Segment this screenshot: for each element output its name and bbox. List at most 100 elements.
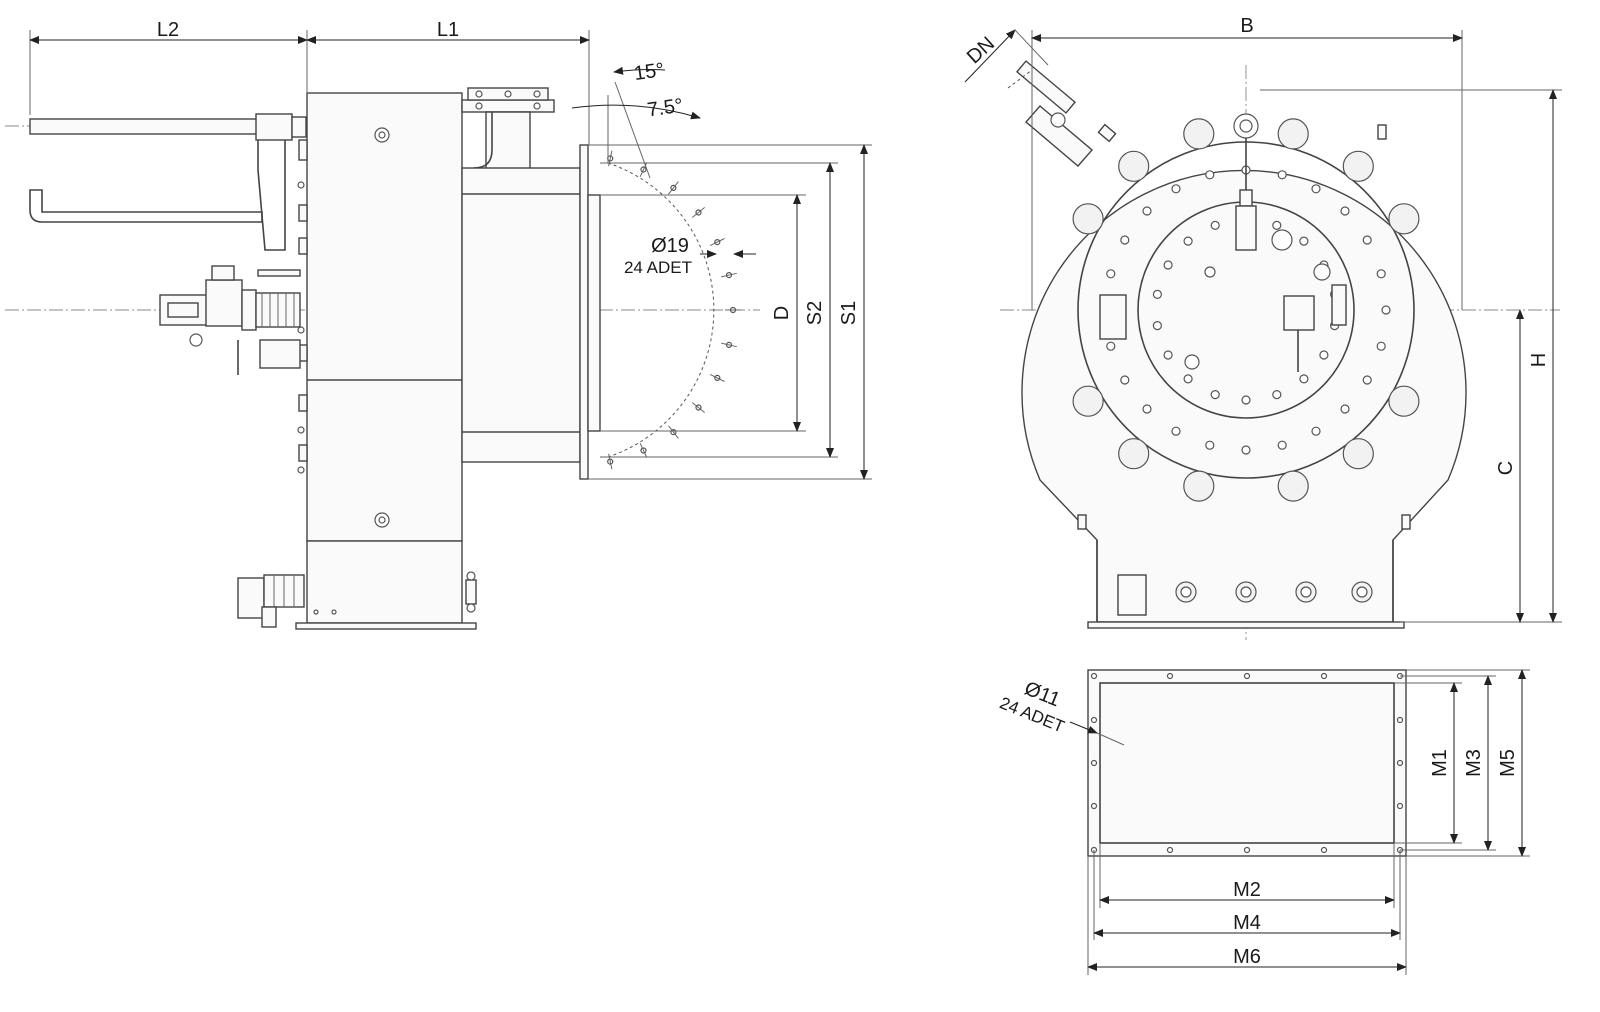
- front-inner-small-hole: [1183, 374, 1193, 384]
- front-outer-small-hole: [1120, 235, 1130, 245]
- dim-m6-label: M6: [1233, 946, 1261, 968]
- flange-hole: [1090, 672, 1098, 680]
- front-outer-small-hole: [1106, 341, 1116, 351]
- air-inlet-pipe: [461, 87, 555, 171]
- dim-s1-label: S1: [838, 301, 860, 325]
- dim-b: B: [1031, 15, 1463, 310]
- front-inner-small-hole: [1241, 395, 1251, 405]
- front-big-hole: [1388, 385, 1420, 417]
- angle-7-5-label: 7.5°: [646, 95, 685, 122]
- front-outer-small-hole: [1142, 404, 1152, 414]
- front-outer-small-hole: [1277, 440, 1287, 450]
- front-outer-small-hole: [1376, 269, 1386, 279]
- dim-h: H: [1260, 89, 1562, 623]
- front-big-hole: [1072, 203, 1104, 235]
- front-big-hole: [1183, 118, 1215, 150]
- dim-m2-label: M2: [1233, 879, 1261, 901]
- front-view: DN B H C: [963, 15, 1562, 640]
- front-big-hole: [1072, 385, 1104, 417]
- flange-hole: [1320, 846, 1328, 854]
- front-outer-small-hole: [1241, 445, 1251, 455]
- front-inner-small-hole: [1183, 236, 1193, 246]
- front-inner-small-hole: [1210, 390, 1220, 400]
- front-outer-small-hole: [1171, 426, 1181, 436]
- dim-s2: S2: [600, 162, 838, 458]
- dim-m6: M6: [1087, 856, 1407, 975]
- front-inner-small-hole: [1299, 236, 1309, 246]
- flange-hole: [1320, 672, 1328, 680]
- dim-m2: M2: [1099, 843, 1395, 908]
- bottom-port-core: [1180, 586, 1192, 598]
- front-gas-inlet: [1007, 60, 1117, 167]
- dim-b-label: B: [1240, 15, 1253, 37]
- front-outer-small-hole: [1142, 206, 1152, 216]
- front-big-hole: [1277, 118, 1309, 150]
- front-outer-small-hole: [1205, 170, 1215, 180]
- side-hole-count: 24 ADET: [624, 258, 692, 277]
- front-inner-small-hole: [1272, 390, 1282, 400]
- dim-s1: S1: [588, 144, 872, 480]
- ionization-probe: [1235, 205, 1257, 251]
- bottom-junction-box: [1117, 574, 1147, 616]
- dim-m1-label: M1: [1429, 749, 1451, 777]
- front-inner-small-hole: [1163, 350, 1173, 360]
- front-outer-small-hole: [1277, 170, 1287, 180]
- flange-view: Ø11 24 ADET M1 M3 M5 M2: [997, 669, 1530, 975]
- burner-housing: [297, 92, 463, 542]
- flange-hole: [1166, 672, 1174, 680]
- front-outer-small-hole: [1376, 341, 1386, 351]
- dim-m1: M1: [1394, 682, 1462, 844]
- hole-callout-side: Ø19 24 ADET: [624, 235, 756, 277]
- front-outer-small-hole: [1340, 206, 1350, 216]
- front-outer-small-hole: [1171, 184, 1181, 194]
- front-outer-small-hole: [1311, 426, 1321, 436]
- angle-annotations: 15° 7.5°: [571, 59, 701, 179]
- dim-m4: M4: [1093, 850, 1401, 940]
- bottom-port-core: [1240, 586, 1252, 598]
- front-outer-small-hole: [1120, 375, 1130, 385]
- front-outer-small-hole: [1381, 305, 1391, 315]
- flange-hole: [1166, 846, 1174, 854]
- front-outer-small-hole: [1340, 404, 1350, 414]
- front-big-holes: [1072, 118, 1420, 502]
- flange-hole: [1396, 759, 1404, 767]
- flange-outer-rect: [1087, 669, 1407, 857]
- blast-tube: [461, 144, 601, 480]
- front-outer-small-hole: [1362, 235, 1372, 245]
- dim-l2: L2: [29, 19, 308, 115]
- dim-l2-label: L2: [157, 19, 179, 41]
- dim-m3-label: M3: [1463, 749, 1485, 777]
- bottom-port-core: [1300, 586, 1312, 598]
- ignition-box: [1099, 294, 1127, 340]
- side-hole-diameter: Ø19: [651, 235, 689, 257]
- flange-hole: [1090, 716, 1098, 724]
- front-big-hole: [1388, 203, 1420, 235]
- gas-valve-train: [159, 265, 301, 375]
- dim-m5-label: M5: [1497, 749, 1519, 777]
- front-outer-small-hole: [1311, 184, 1321, 194]
- bottom-port-core: [1356, 586, 1368, 598]
- bottom-ports: [1175, 581, 1373, 603]
- front-big-hole: [1277, 470, 1309, 502]
- dim-h-label: H: [1528, 353, 1550, 367]
- front-inner-small-hole: [1272, 220, 1282, 230]
- angle-15-label: 15°: [633, 59, 666, 85]
- flange-hole: [1396, 802, 1404, 810]
- front-inner-small-hole: [1319, 350, 1329, 360]
- flange-hole: [1396, 716, 1404, 724]
- front-big-hole: [1118, 150, 1150, 182]
- front-outer-small-hole: [1106, 269, 1116, 279]
- dim-dn-label: DN: [963, 33, 999, 69]
- dim-d-label: D: [771, 306, 793, 320]
- dim-m3: M3: [1400, 675, 1496, 851]
- front-big-hole: [1342, 150, 1374, 182]
- front-big-hole: [1183, 470, 1215, 502]
- dim-m4-label: M4: [1233, 912, 1261, 934]
- dim-m5: M5: [1406, 669, 1530, 857]
- pilot-burner: [1283, 295, 1315, 331]
- dim-l1: L1: [306, 19, 590, 145]
- front-big-hole: [1342, 438, 1374, 470]
- dim-c: C: [1495, 309, 1524, 623]
- dim-c-label: C: [1495, 461, 1517, 475]
- front-inner-small-hole: [1163, 260, 1173, 270]
